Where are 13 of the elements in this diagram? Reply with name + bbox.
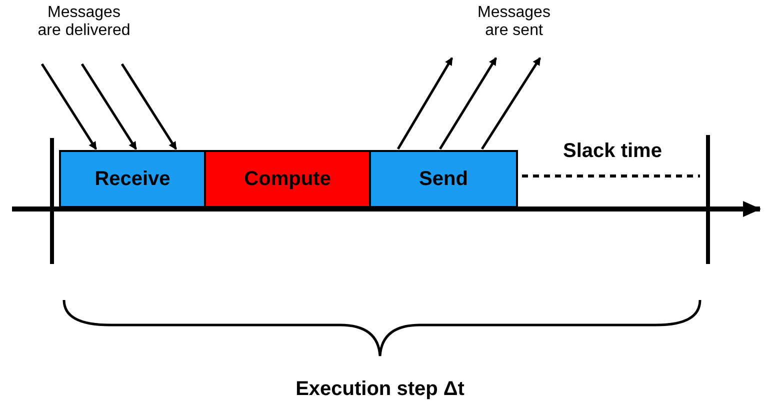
arrow (396, 57, 454, 150)
annotation-text: Messages are sent (476, 4, 552, 40)
execution-step-label: Execution step Δt (294, 378, 466, 401)
arrow (80, 63, 138, 150)
arrow (120, 63, 178, 150)
send-block: Send (369, 150, 518, 208)
arrow (480, 57, 542, 150)
receive-block: Receive (59, 150, 206, 208)
compute-block: Compute (204, 150, 371, 208)
slack-time-label: Slack time (562, 140, 663, 163)
arrow (40, 63, 98, 150)
arrow (438, 57, 498, 150)
annotation-text: Messages are delivered (36, 4, 132, 40)
